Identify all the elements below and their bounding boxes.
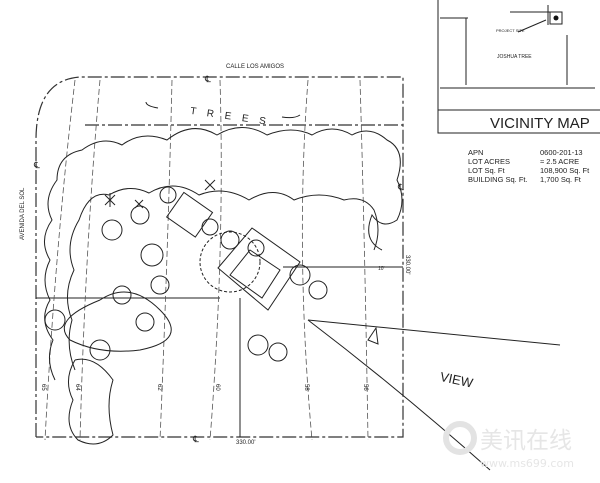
watermark: 美讯在线 www.ms699.com (443, 421, 574, 470)
vicinity-map-title: VICINITY MAP (490, 115, 590, 132)
lot-boundary (35, 76, 404, 438)
info-value: 1,700 Sq. Ft (540, 175, 582, 184)
dimension-right: 330.00' (404, 255, 410, 275)
info-label: LOT ACRES (468, 157, 510, 166)
info-value: ≈ 2.5 ACRE (540, 157, 579, 166)
town-label: JOSHUA TREE (497, 54, 532, 60)
info-value: 0600-201-13 (540, 148, 583, 157)
contour-lines: 65 64 62 60 58 56 (40, 79, 369, 441)
contour-label: 65 (40, 384, 46, 391)
property-info: APN 0600-201-13 LOT ACRES ≈ 2.5 ACRE LOT… (468, 148, 590, 184)
contour-label: 58 (303, 384, 309, 391)
house-footprint (165, 191, 301, 311)
contour-label: 64 (74, 384, 80, 391)
project-site-marker (553, 15, 559, 21)
contour-label: 60 (214, 384, 220, 391)
watermark-url: www.ms699.com (480, 457, 574, 470)
street-label-left: AVENIDA DEL SOL (20, 187, 26, 240)
contour-label: 56 (362, 384, 368, 391)
north-arrow-icon (367, 326, 379, 345)
tree-band: T R E E S (44, 101, 403, 381)
vicinity-map: PROJECT SITE JOSHUA TREE VICINITY MAP (437, 0, 600, 134)
info-label: BUILDING Sq. Ft. (468, 175, 528, 184)
landscape-trees (44, 179, 328, 445)
watermark-text: 美讯在线 (480, 428, 572, 454)
contour-label: 62 (156, 384, 162, 391)
centerline-mark: ℄ (204, 74, 211, 84)
street-label-top: CALLE LOS AMIGOS (226, 64, 284, 70)
centerline-mark: ℄ (397, 182, 404, 192)
info-label: LOT Sq. Ft (468, 166, 505, 175)
view-label: VIEW (439, 369, 475, 391)
setback-label: 10' (378, 266, 385, 272)
info-value: 108,900 Sq. Ft (540, 166, 590, 175)
project-site-label: PROJECT SITE (496, 28, 525, 33)
info-label: APN (468, 148, 483, 157)
centerline-mark: ℄ (33, 160, 40, 170)
dimension-bottom: 330.00' (236, 440, 256, 446)
centerline-mark: ℄ (192, 434, 199, 444)
